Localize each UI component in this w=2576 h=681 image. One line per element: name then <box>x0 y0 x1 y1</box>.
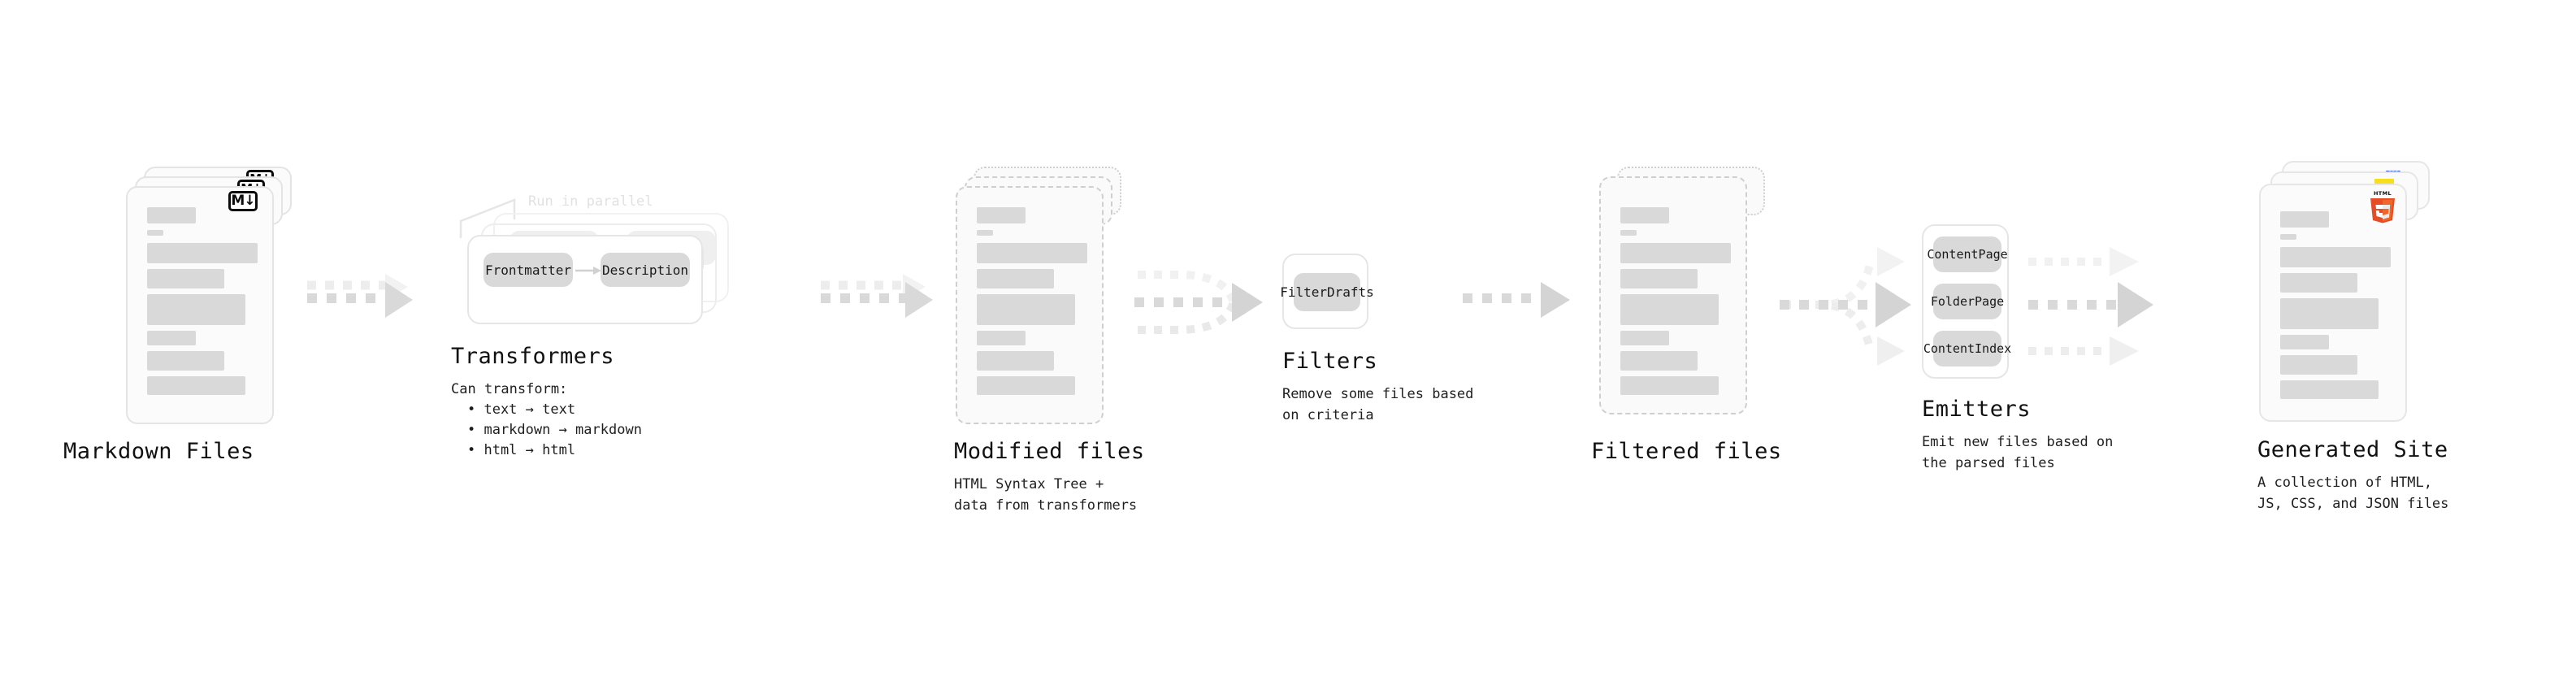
modified-card-stack <box>956 167 1126 427</box>
stage-generated-site: CSS HTML <box>2257 161 2448 512</box>
html5-icon: HTML <box>2370 190 2395 223</box>
modified-card-front <box>956 186 1104 424</box>
arrow-filters-to-filtered <box>1463 282 1570 318</box>
transformers-bullet-2: • markdown → markdown <box>467 422 642 438</box>
markdown-logo-icon: M↓ <box>228 191 258 211</box>
skeleton-bar <box>147 243 258 263</box>
stage-modified-files: Modified files HTML Syntax Tree + data f… <box>954 167 1144 514</box>
label-filters: Filters <box>1282 349 1378 374</box>
site-card-front <box>2259 184 2407 422</box>
markdown-card-stack: M↓ M↓ M↓ <box>126 167 297 427</box>
transformer-inner-arrow <box>575 267 601 275</box>
label-emitters: Emitters <box>1922 397 2032 422</box>
pill-description[interactable]: Description <box>601 253 690 287</box>
skeleton-bar <box>2280 211 2329 228</box>
label-modified-files: Modified files <box>954 439 1145 464</box>
label-filtered-files: Filtered files <box>1591 439 1782 464</box>
pill-contentindex[interactable]: ContentIndex <box>1923 331 2011 367</box>
filters-group: FilterDrafts <box>1280 254 1374 329</box>
arrow-filtered-to-emitters <box>1780 247 1911 366</box>
skeleton-bar <box>2280 335 2329 349</box>
skeleton-bar <box>1620 230 1637 236</box>
arrow-modified-to-filters <box>1134 271 1263 334</box>
skeleton-bar <box>2280 234 2296 240</box>
pill-filterdrafts[interactable]: FilterDrafts <box>1280 273 1374 311</box>
skeleton-bar <box>1620 243 1731 263</box>
skeleton-bar <box>147 230 163 236</box>
skeleton-bar <box>147 294 245 325</box>
skeleton-bar <box>1620 331 1669 345</box>
skeleton-bar <box>1620 294 1719 325</box>
stage-filtered-files: Filtered files <box>1591 167 1781 464</box>
pill-contentpage[interactable]: ContentPage <box>1927 236 2008 272</box>
label-transformers-sub: Can transform: <box>451 381 568 397</box>
skeleton-bar <box>977 376 1075 395</box>
skeleton-bar <box>2280 273 2357 293</box>
skeleton-bar <box>1620 376 1719 395</box>
skeleton-bar <box>2280 355 2357 375</box>
skeleton-bar <box>2280 298 2379 329</box>
markdown-card-front <box>126 186 274 424</box>
skeleton-bar <box>977 331 1026 345</box>
skeleton-bar <box>2280 380 2379 399</box>
skeleton-bar <box>977 269 1054 288</box>
skeleton-bar <box>977 230 993 236</box>
skeleton-bar <box>977 294 1075 325</box>
pill-folderpage[interactable]: FolderPage <box>1931 284 2004 319</box>
label-emitters-sub: Emit new files based on the parsed files <box>1922 434 2114 472</box>
skeleton-bar <box>147 269 224 288</box>
label-generated-site-sub: A collection of HTML, JS, CSS, and JSON … <box>2257 475 2449 513</box>
arrow-markdown-to-transformers <box>307 274 413 318</box>
label-markdown-files: Markdown Files <box>63 439 254 464</box>
label-generated-site: Generated Site <box>2257 437 2448 462</box>
svg-text:HTML: HTML <box>2374 190 2392 197</box>
label-modified-files-sub: HTML Syntax Tree + data from transformer… <box>954 476 1138 514</box>
label-filters-sub: Remove some files based on criteria <box>1282 386 1474 424</box>
skeleton-bar <box>1620 269 1698 288</box>
skeleton-bar <box>2280 247 2391 267</box>
skeleton-bar <box>977 351 1054 371</box>
filtered-card-front <box>1599 176 1747 414</box>
pill-frontmatter[interactable]: Frontmatter <box>484 253 573 287</box>
skeleton-bar <box>1620 351 1698 371</box>
filtered-card-stack <box>1599 167 1770 427</box>
transformer-group-front: Frontmatter Description <box>467 235 703 324</box>
site-card-stack: CSS HTML <box>2259 161 2434 422</box>
skeleton-bar <box>1620 207 1669 223</box>
stage-markdown-files: M↓ M↓ M↓ Markdown Files <box>63 167 297 464</box>
skeleton-bar <box>147 331 196 345</box>
arrow-transformers-to-modified <box>821 274 933 318</box>
markdown-logo-text: M↓ <box>231 193 255 209</box>
skeleton-bar <box>147 207 196 223</box>
skeleton-bar <box>147 351 224 371</box>
skeleton-bar <box>147 376 245 395</box>
skeleton-bar <box>977 207 1026 223</box>
skeleton-bar <box>977 243 1087 263</box>
run-in-parallel-bracket <box>459 198 516 238</box>
arrow-emitters-to-site <box>2028 247 2153 366</box>
label-transformers: Transformers <box>451 344 615 369</box>
label-run-in-parallel: Run in parallel <box>528 193 653 210</box>
transformers-bullet-3: • html → html <box>467 442 576 458</box>
emitters-group: ContentPage FolderPage ContentIndex <box>1922 224 2011 379</box>
transformers-bullet-1: • text → text <box>467 401 576 418</box>
